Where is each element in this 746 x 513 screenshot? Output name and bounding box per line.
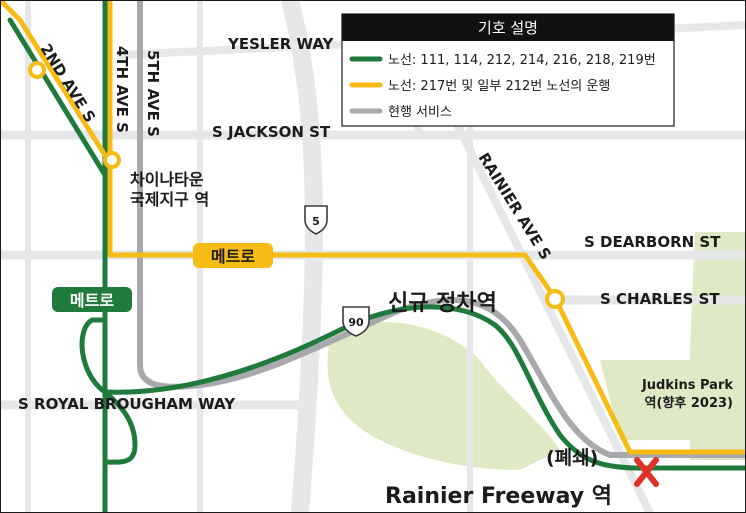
street-label-4th-ave: 4TH AVE S (113, 46, 131, 133)
station-label-closed: (폐쇄) (546, 447, 598, 469)
station-label-chinatown-1: 차이나타운 (130, 170, 204, 189)
street-label-dearborn: S DEARBORN ST (584, 233, 721, 251)
station-label-new-stop: 신규 정차역 (388, 291, 497, 316)
i90-shield: 90 (342, 306, 370, 337)
station-label-judkins-1: Judkins Park (641, 378, 733, 393)
green-route (7, 0, 746, 513)
i90-label: 90 (348, 316, 364, 329)
street-label-yesler: YESLER WAY (227, 35, 335, 53)
metro-badge-left: 메트로 (52, 287, 132, 312)
station-marker-2nd-ave (28, 61, 46, 79)
street-label-jackson: S JACKSON ST (212, 123, 331, 141)
legend: 기호 설명 노선: 111, 114, 212, 214, 216, 218, … (341, 13, 675, 127)
station-label-chinatown-2: 국제지구 역 (130, 190, 209, 209)
legend-item-gray: 현행 서비스 (388, 104, 452, 120)
legend-item-green: 노선: 111, 114, 212, 214, 216, 218, 219번 (388, 53, 656, 68)
metro-badge-top-label: 메트로 (211, 247, 255, 266)
metro-badge-left-label: 메트로 (70, 291, 114, 310)
closed-x-icon (634, 457, 659, 487)
legend-title: 기호 설명 (478, 19, 538, 37)
street-label-charles: S CHARLES ST (600, 290, 720, 308)
station-label-judkins-2: 역(향후 2023) (645, 395, 733, 411)
metro-badge-top: 메트로 (193, 243, 273, 268)
i5-label: 5 (312, 215, 320, 228)
street-label-royal-brougham: S ROYAL BROUGHAM WAY (18, 395, 236, 413)
park-areas (327, 232, 746, 470)
station-marker-chinatown (103, 151, 121, 169)
station-marker-new-stop (545, 289, 565, 309)
i5-shield: 5 (304, 205, 328, 235)
legend-item-yellow: 노선: 217번 및 일부 212번 노선의 운행 (388, 78, 610, 94)
station-label-rainier-freeway: Rainier Freeway 역 (385, 484, 612, 509)
street-label-5th-ave: 5TH AVE S (144, 50, 162, 137)
